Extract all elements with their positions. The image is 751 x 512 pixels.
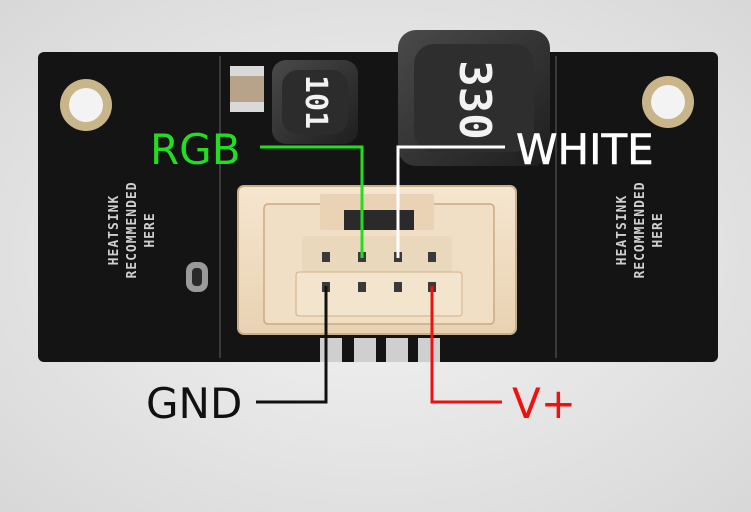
wire-gnd: GND (146, 286, 328, 428)
wire-vplus: V+ (430, 286, 576, 428)
inductor-small-label: 101 (298, 75, 333, 129)
wire-rgb-line (260, 145, 364, 258)
connector-solder-tabs (320, 338, 440, 362)
inductor-large-label: 330 (449, 60, 500, 139)
wire-white-label: WHITE (516, 125, 654, 174)
silkscreen-left: HEATSINK RECOMMENDED HERE (107, 181, 158, 278)
silkscreen-right-line3: HERE (651, 212, 666, 247)
wire-white: WHITE (396, 125, 654, 258)
silkscreen-right-line2: RECOMMENDED (633, 181, 648, 278)
wire-vplus-label: V+ (512, 379, 576, 428)
inductor-small: 101 (272, 60, 358, 144)
wire-gnd-line (256, 286, 328, 404)
wire-rgb-label: RGB (150, 125, 241, 174)
inductor-large: 330 (398, 30, 550, 166)
mounting-hole-left (60, 79, 112, 131)
silkscreen-right: HEATSINK RECOMMENDED HERE (615, 181, 666, 278)
mounting-hole-right (642, 76, 694, 128)
silkscreen-right-line1: HEATSINK (615, 195, 630, 266)
wire-white-line (396, 145, 505, 258)
connector-housing (237, 185, 517, 335)
wire-gnd-label: GND (146, 379, 242, 428)
silkscreen-left-line3: HERE (143, 212, 158, 247)
smd-capacitor (230, 66, 264, 112)
silkscreen-left-line2: RECOMMENDED (125, 181, 140, 278)
wire-rgb: RGB (150, 125, 364, 258)
silkscreen-left-line1: HEATSINK (107, 195, 122, 266)
wire-vplus-line (430, 286, 502, 404)
